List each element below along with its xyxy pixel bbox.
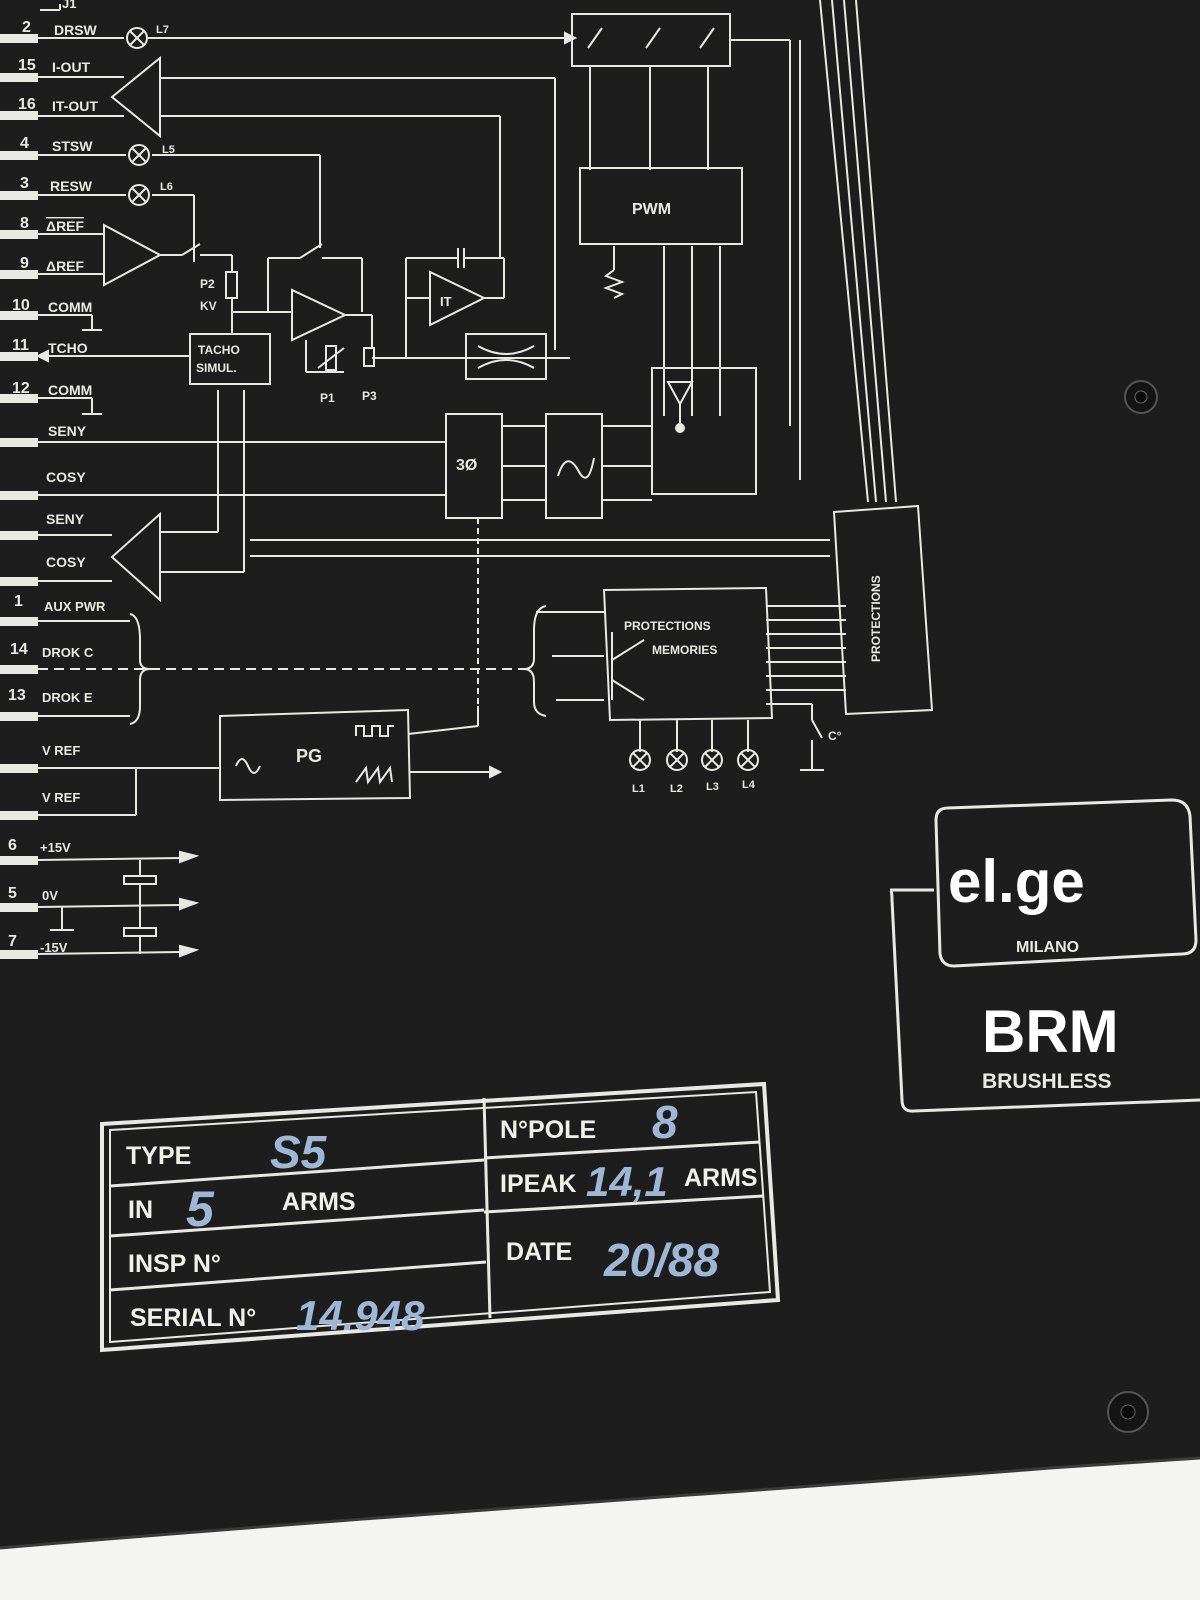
date-label: DATE <box>506 1238 572 1266</box>
pin-number: 1 <box>14 593 23 610</box>
pin-number: 2 <box>22 19 31 36</box>
lamp-label: L1 <box>632 783 645 795</box>
ipeak-label: IPEAK <box>500 1170 576 1198</box>
in-value: 5 <box>186 1181 215 1237</box>
pin-label: COSY <box>46 554 86 570</box>
pin-number: 6 <box>8 837 17 854</box>
pwm-block-label: PWM <box>632 201 671 218</box>
pin-number: 13 <box>8 687 26 704</box>
pin-label: DRSW <box>54 22 98 38</box>
pin-number: 4 <box>20 135 29 152</box>
protections-memories-label: MEMORIES <box>652 643 717 657</box>
npole-value: 8 <box>652 1096 678 1148</box>
pin-label: SENY <box>48 423 87 439</box>
pin-label: COMM <box>48 299 92 315</box>
pin-label: COMM <box>48 382 92 398</box>
pin-number: 8 <box>20 215 29 232</box>
nameplate: TYPE IN ARMS INSP N° SERIAL N° N°POLE IP… <box>100 1081 781 1353</box>
lamp-l2-icon <box>666 749 688 771</box>
pin-number: 3 <box>20 175 29 192</box>
pin-number: 12 <box>12 380 30 397</box>
in-unit: ARMS <box>282 1188 356 1216</box>
pin-number: 5 <box>8 885 17 902</box>
black-panel <box>0 0 1200 1548</box>
pin-number: 11 <box>12 337 29 354</box>
lamp-l4-icon <box>737 749 759 771</box>
screw-icon <box>1107 1391 1149 1433</box>
lamp-l6-icon <box>128 184 150 206</box>
pin-label: COSY <box>46 469 86 485</box>
connector-label: J1 <box>62 0 76 11</box>
component-label: P3 <box>362 389 377 403</box>
lamp-label: L7 <box>156 24 169 36</box>
component-label: P2 <box>200 277 215 291</box>
tacho-block-label: SIMUL. <box>196 361 237 375</box>
pin-label: STSW <box>52 138 93 154</box>
pin-label: SENY <box>46 511 85 527</box>
protections-memories-label: PROTECTIONS <box>624 619 711 633</box>
component-label: KV <box>200 299 217 313</box>
serial-value: 14.948 <box>296 1292 425 1339</box>
in-label: IN <box>128 1196 153 1224</box>
lamp-label: L2 <box>670 783 683 795</box>
brand-city: MILANO <box>1016 939 1079 956</box>
pin-label: TCHO <box>48 340 88 356</box>
three-phase-block-label: 3Ø <box>456 457 477 474</box>
pin-label: ΔREF <box>46 218 85 234</box>
lamp-label: L4 <box>742 779 756 791</box>
pin-number: 15 <box>18 57 36 74</box>
lamp-label: L6 <box>160 181 173 193</box>
pin-label: V REF <box>42 790 80 805</box>
lamp-l5-icon <box>128 144 150 166</box>
pin-label: RESW <box>50 178 93 194</box>
pin-number: 7 <box>8 933 17 950</box>
model-name: BRM <box>982 998 1119 1065</box>
co-label: C° <box>828 729 842 743</box>
pin-label: +15V <box>40 840 71 855</box>
lamp-label: L5 <box>162 144 175 156</box>
pin-number: 14 <box>10 641 28 658</box>
pin-number: 9 <box>20 255 29 272</box>
npole-label: N°POLE <box>500 1116 596 1144</box>
insp-label: INSP N° <box>128 1250 221 1278</box>
component-label: P1 <box>320 391 335 405</box>
type-value: S5 <box>270 1126 328 1178</box>
pin-number: 16 <box>18 96 36 113</box>
pin-label: V REF <box>42 743 80 758</box>
date-value: 20/88 <box>603 1234 720 1286</box>
ipeak-unit: ARMS <box>684 1164 758 1192</box>
pg-block-label: PG <box>296 746 322 766</box>
pin-label: AUX PWR <box>44 599 106 614</box>
pin-label: I-OUT <box>52 59 91 75</box>
protections-block-label: PROTECTIONS <box>869 575 883 662</box>
tacho-block-label: TACHO <box>198 343 240 357</box>
elge-logo: el.ge MILANO BRM BRUSHLESS <box>889 798 1200 1113</box>
model-subtitle: BRUSHLESS <box>982 1070 1112 1093</box>
pin-label: DROK C <box>42 645 94 660</box>
pin-number: 10 <box>12 297 30 314</box>
type-label: TYPE <box>126 1142 191 1170</box>
schematic <box>0 0 934 959</box>
serial-label: SERIAL N° <box>130 1304 256 1332</box>
component-label: IT <box>440 294 452 309</box>
brand-name: el.ge <box>948 848 1085 915</box>
pin-label: IT-OUT <box>52 98 98 114</box>
pin-label: DROK E <box>42 690 93 705</box>
pin-label: ΔREF <box>46 258 85 274</box>
lamp-label: L3 <box>706 781 719 793</box>
pin-label: 0V <box>42 888 58 903</box>
pin-label: -15V <box>40 940 68 955</box>
lamp-l1-icon <box>629 749 651 771</box>
ipeak-value: 14,1 <box>586 1158 668 1205</box>
lamp-l3-icon <box>701 749 723 771</box>
lamp-l7-icon <box>126 27 148 49</box>
screw-icon <box>1124 380 1158 414</box>
